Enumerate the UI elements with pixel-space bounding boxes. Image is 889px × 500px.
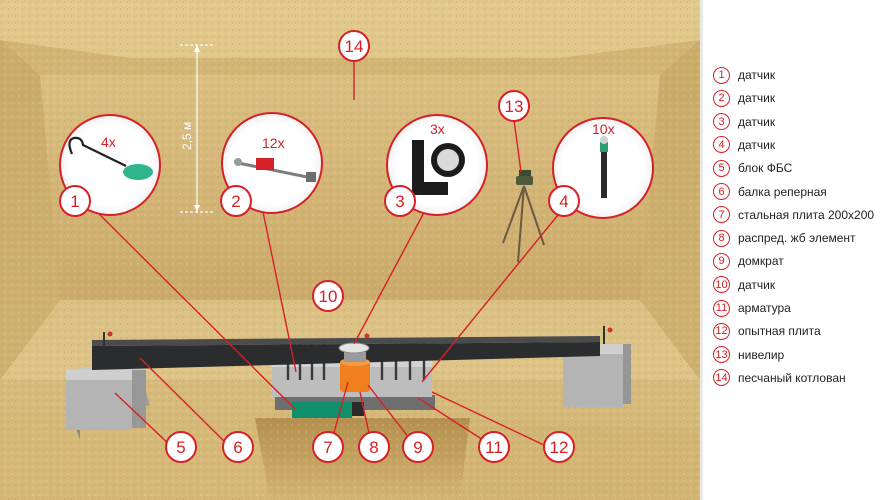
depth-label: 2,5 м xyxy=(180,122,194,150)
marker-7: 7 xyxy=(312,431,344,463)
marker-6: 6 xyxy=(222,431,254,463)
marker-label: 7 xyxy=(323,438,332,457)
marker-label: 4 xyxy=(559,192,568,211)
legend-item: 3 датчик xyxy=(713,112,775,132)
legend-text: датчик xyxy=(738,277,776,292)
marker-4: 4 xyxy=(548,185,580,217)
legend-number: 13 xyxy=(713,346,730,364)
leader-5 xyxy=(114,392,173,448)
marker-label: 14 xyxy=(345,37,364,56)
callout-count-3: 3x xyxy=(430,121,445,137)
legend-text: датчик xyxy=(738,137,776,152)
legend-number: 10 xyxy=(713,276,730,294)
callout-count-2: 12x xyxy=(262,135,285,151)
legend-number: 5 xyxy=(713,159,730,177)
legend-item: 11 арматура xyxy=(713,298,791,318)
legend-number: 9 xyxy=(713,252,730,270)
callout-count-4: 10x xyxy=(592,121,615,137)
leader-lines xyxy=(86,60,563,448)
panel-divider xyxy=(700,0,703,500)
sensor-cable-icon xyxy=(68,136,127,167)
legend-text: арматура xyxy=(738,301,791,315)
legend-text: датчик xyxy=(738,91,776,106)
legend-text: датчик xyxy=(738,68,776,82)
depth-dimension: 2,5 м xyxy=(180,44,214,213)
marker-1: 1 xyxy=(59,185,91,217)
legend-number: 4 xyxy=(713,136,730,154)
legend-number: 3 xyxy=(713,113,730,131)
legend-number: 1 xyxy=(713,66,730,84)
legend-text: блок ФБС xyxy=(738,161,793,176)
legend-text: балка реперная xyxy=(738,184,827,199)
marker-label: 11 xyxy=(485,438,503,457)
bracket-sensor-icon xyxy=(412,140,465,195)
legend-item: 1 датчик xyxy=(713,65,775,85)
legend-item: 5 блок ФБС xyxy=(713,158,792,178)
legend-item: 12 опытная плита xyxy=(713,321,821,341)
legend-item: 4 датчик xyxy=(713,135,775,155)
legend-number: 2 xyxy=(713,89,730,107)
legend-item: 10 датчик xyxy=(713,275,775,295)
marker-label: 8 xyxy=(369,438,378,457)
marker-label: 12 xyxy=(550,438,569,457)
callout-lens-4: 10x xyxy=(552,117,654,219)
marker-label: 5 xyxy=(176,438,185,457)
excavation-scene: 2,5 м xyxy=(0,0,700,500)
leader-3 xyxy=(353,204,429,345)
legend-text: опытная плита xyxy=(738,324,821,339)
legend-number: 12 xyxy=(713,322,730,340)
legend-text: стальная плита 200х200 xyxy=(738,207,875,222)
marker-10: 10 xyxy=(312,280,344,312)
fbs-blocks xyxy=(66,344,631,440)
callout-lens-3: 3x xyxy=(386,114,488,216)
marker-label: 3 xyxy=(395,192,404,211)
marker-12: 12 xyxy=(543,431,575,463)
leader-2 xyxy=(261,206,297,373)
leader-12 xyxy=(431,391,549,448)
marker-label: 1 xyxy=(70,192,79,211)
dial-sensor-icon xyxy=(234,158,316,182)
legend-text: домкрат xyxy=(738,254,784,269)
legend-item: 9 домкрат xyxy=(713,251,784,271)
legend-text: песчаный котлован xyxy=(738,370,846,385)
legend-item: 8 распред. жб элемент xyxy=(713,228,856,248)
leader-13 xyxy=(513,119,522,173)
callout-lens-2: 12x xyxy=(221,112,323,214)
marker-label: 6 xyxy=(233,438,242,457)
marker-5: 5 xyxy=(165,431,197,463)
marker-13: 13 xyxy=(498,90,530,122)
legend-text: нивелир xyxy=(738,347,785,362)
legend-item: 7 стальная плита 200х200 xyxy=(713,205,874,225)
leader-1 xyxy=(86,201,297,411)
marker-label: 10 xyxy=(319,287,338,306)
legend-item: 6 балка реперная xyxy=(713,182,827,202)
legend-text: распред. жб элемент xyxy=(738,231,856,246)
marker-8: 8 xyxy=(358,431,390,463)
legend-number: 11 xyxy=(713,299,730,317)
marker-2: 2 xyxy=(220,185,252,217)
marker-11: 11 xyxy=(478,431,510,463)
legend-text: датчик xyxy=(738,114,776,129)
marker-label: 2 xyxy=(231,192,240,211)
legend-item: 14 песчаный котлован xyxy=(713,368,846,388)
callout-count-1: 4x xyxy=(101,134,116,150)
rod-sensor-icon xyxy=(600,136,608,198)
leader-4 xyxy=(421,209,563,383)
legend-number: 7 xyxy=(713,206,730,224)
marker-9: 9 xyxy=(402,431,434,463)
legend-number: 6 xyxy=(713,183,730,200)
legend-item: 2 датчик xyxy=(713,88,775,108)
legend-number: 8 xyxy=(713,229,730,247)
marker-14: 14 xyxy=(338,30,370,62)
marker-label: 13 xyxy=(505,97,524,116)
marker-label: 9 xyxy=(413,438,422,457)
legend-number: 14 xyxy=(713,369,730,387)
leader-6 xyxy=(139,357,231,448)
legend-panel: 1 датчик 2 датчик 3 датчик 4 датчик 5 блок ФБС 6 ба… xyxy=(703,0,889,500)
marker-3: 3 xyxy=(384,185,416,217)
legend-item: 13 нивелир xyxy=(713,345,784,365)
